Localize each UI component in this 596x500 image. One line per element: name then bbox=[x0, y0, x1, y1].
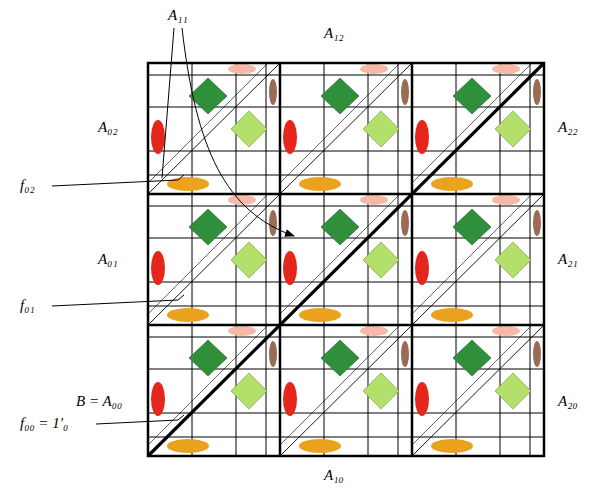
figure-label: A₀₁ bbox=[96, 250, 120, 268]
figure-label: A₁₁ bbox=[166, 6, 190, 24]
figure-label: f₀₂ bbox=[18, 176, 37, 194]
figure-label: A₁₂ bbox=[322, 24, 346, 42]
figure-label: B = A₀₀ bbox=[74, 392, 124, 410]
figure-label: A₂₀ bbox=[556, 392, 580, 410]
figure-label: f₀₀ = 1'₀ bbox=[18, 414, 70, 432]
figure-label: f₀₁ bbox=[18, 296, 37, 314]
figure-label: A₁₀ bbox=[322, 466, 346, 484]
figure-label: A₂₂ bbox=[556, 118, 580, 136]
figure-label: A₂₁ bbox=[556, 250, 580, 268]
figure-label: A₀₂ bbox=[96, 118, 120, 136]
